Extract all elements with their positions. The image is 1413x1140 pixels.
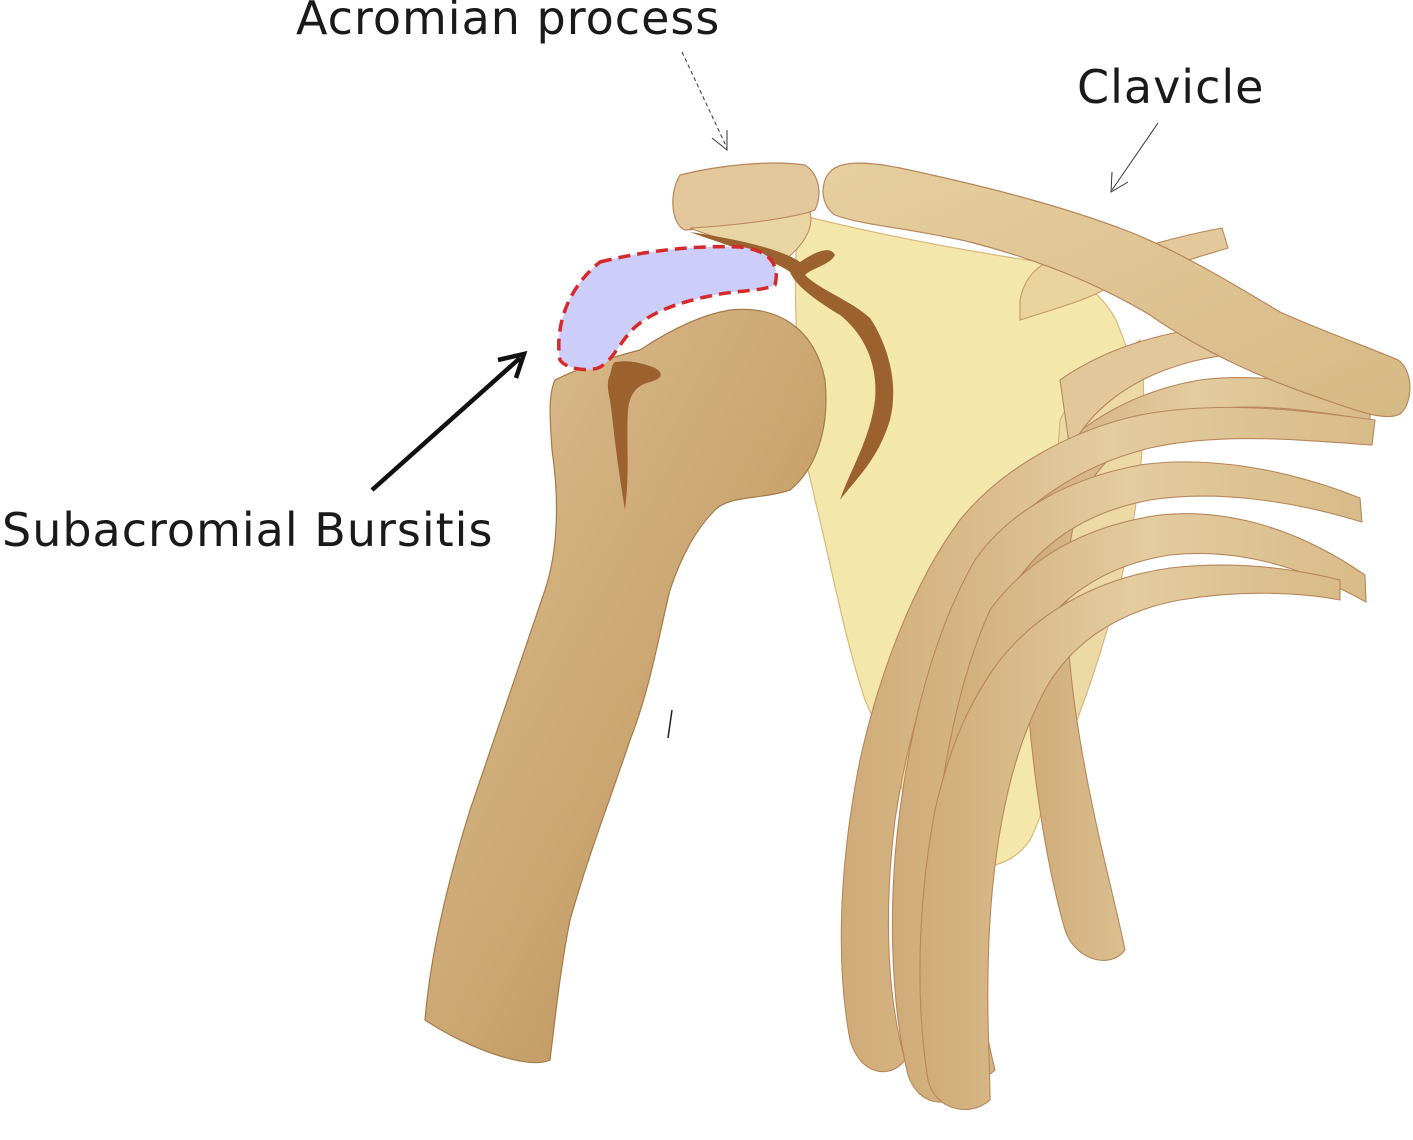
acromion-label: Acromian process <box>296 0 720 45</box>
clavicle-pointer <box>1110 122 1159 193</box>
bursitis-pointer <box>370 350 528 492</box>
bursitis-label: Subacromial Bursitis <box>2 503 493 557</box>
rib-4 <box>919 564 1341 1110</box>
acromion-pointer <box>681 51 728 152</box>
front-ribs <box>840 406 1376 1110</box>
humerus-mark <box>667 709 673 739</box>
humerus <box>424 308 827 1064</box>
clavicle-label: Clavicle <box>1077 60 1264 114</box>
subacromial-bursa <box>557 244 778 372</box>
acromion-process <box>672 162 820 231</box>
humeral-head-cartilage <box>607 361 661 510</box>
clavicle <box>822 162 1411 418</box>
